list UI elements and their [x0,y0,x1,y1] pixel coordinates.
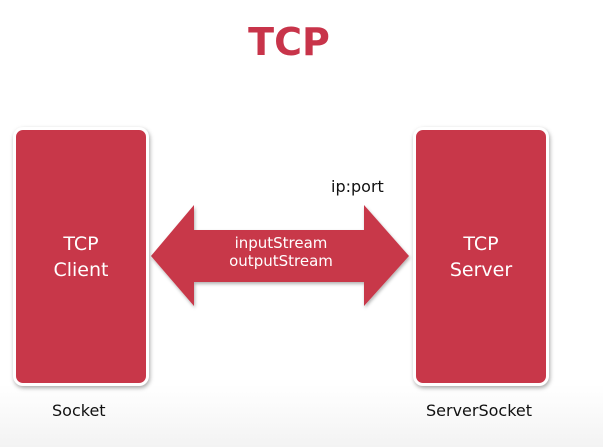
input-stream-label: inputStream [234,234,328,252]
client-title-line2: Client [53,258,109,281]
diagram-title: TCP [248,20,330,64]
output-stream-label: outputStream [229,252,333,270]
tcp-client-box: TCP Client [13,127,149,386]
stream-labels: inputStream outputStream [205,234,357,270]
server-socket-caption: ServerSocket [426,401,533,420]
server-title-line1: TCP [463,232,499,255]
tcp-server-box: TCP Server [413,127,549,386]
ip-port-label: ip:port [331,177,384,196]
server-title-line2: Server [449,258,513,281]
socket-caption: Socket [52,401,106,420]
double-arrow-shape [151,205,409,306]
client-title-line1: TCP [63,232,99,255]
